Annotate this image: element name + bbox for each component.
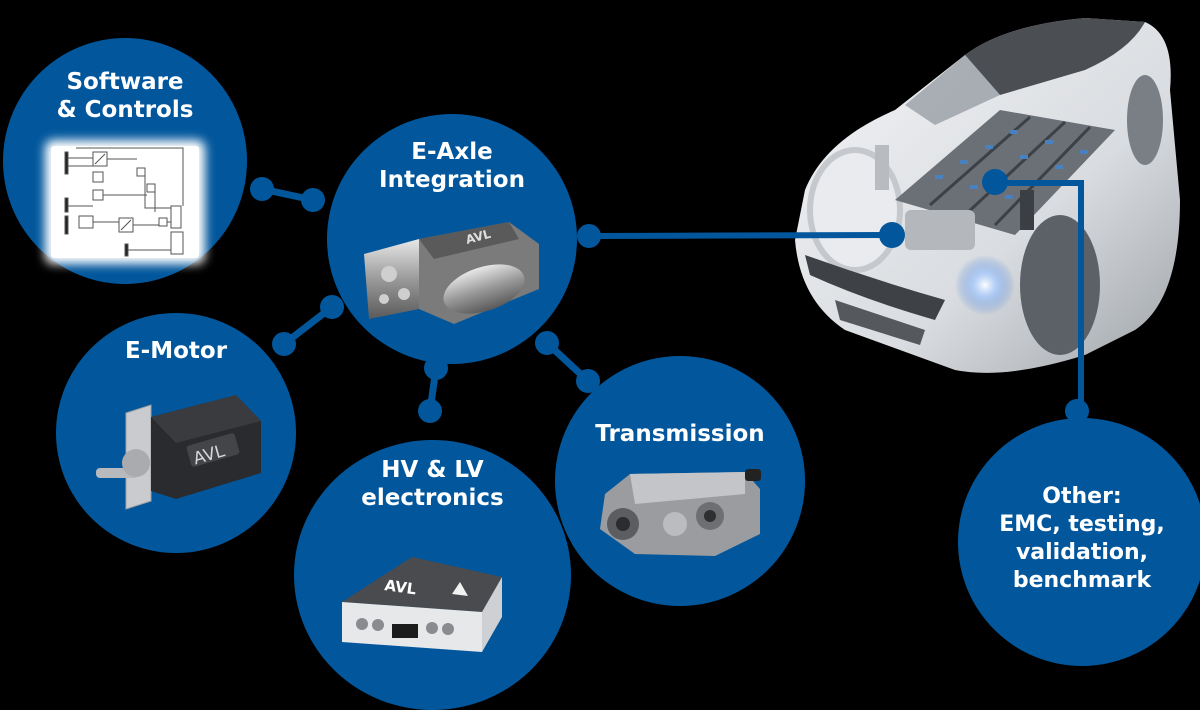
node-software-controls[interactable]: Software & Controls: [3, 38, 247, 284]
electric-car-cutaway-image: [785, 0, 1200, 390]
control-block-diagram-image: [51, 146, 199, 258]
node-title: E-Motor: [124, 338, 228, 364]
avl-logo-text: AVL: [464, 227, 493, 247]
node-title: Other: EMC, testing, validation, benchma…: [999, 484, 1165, 593]
car-callout-lines: [577, 169, 1089, 423]
avl-logo-text: AVL: [383, 576, 417, 598]
diagram-canvas: Software & Controls: [3, 0, 1200, 710]
node-e-axle-integration[interactable]: E-Axle Integration AVL: [327, 114, 577, 364]
node-title: HV & LV electronics: [361, 457, 504, 511]
power-electronics-box-image: AVL: [332, 552, 502, 656]
e-axle-unit-image: AVL: [359, 214, 549, 338]
node-title: Software & Controls: [56, 69, 194, 123]
node-title: E-Axle Integration: [379, 139, 525, 193]
electric-motor-image: AVL: [96, 391, 266, 515]
node-title: Transmission: [595, 421, 765, 447]
node-transmission[interactable]: Transmission: [555, 356, 805, 606]
node-other[interactable]: Other: EMC, testing, validation, benchma…: [958, 418, 1200, 666]
node-e-motor[interactable]: E-Motor AVL: [56, 313, 296, 553]
node-hv-lv-electronics[interactable]: HV & LV electronics AVL: [294, 440, 571, 710]
gearbox-image: [595, 464, 765, 568]
